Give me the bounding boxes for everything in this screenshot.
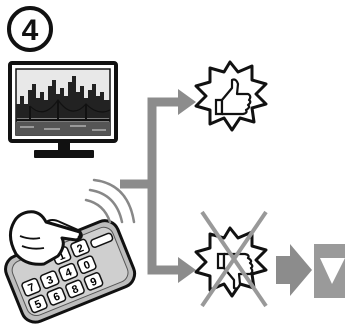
branch-arrows (120, 89, 196, 283)
tv-icon (10, 63, 116, 158)
thumbs-down-crossed-icon (196, 212, 266, 306)
step-badge: 4 (9, 8, 51, 50)
thumbs-up-icon (196, 62, 266, 130)
down-triangle-icon (314, 244, 345, 298)
step-number: 4 (22, 14, 39, 47)
next-step-arrow (276, 244, 312, 296)
